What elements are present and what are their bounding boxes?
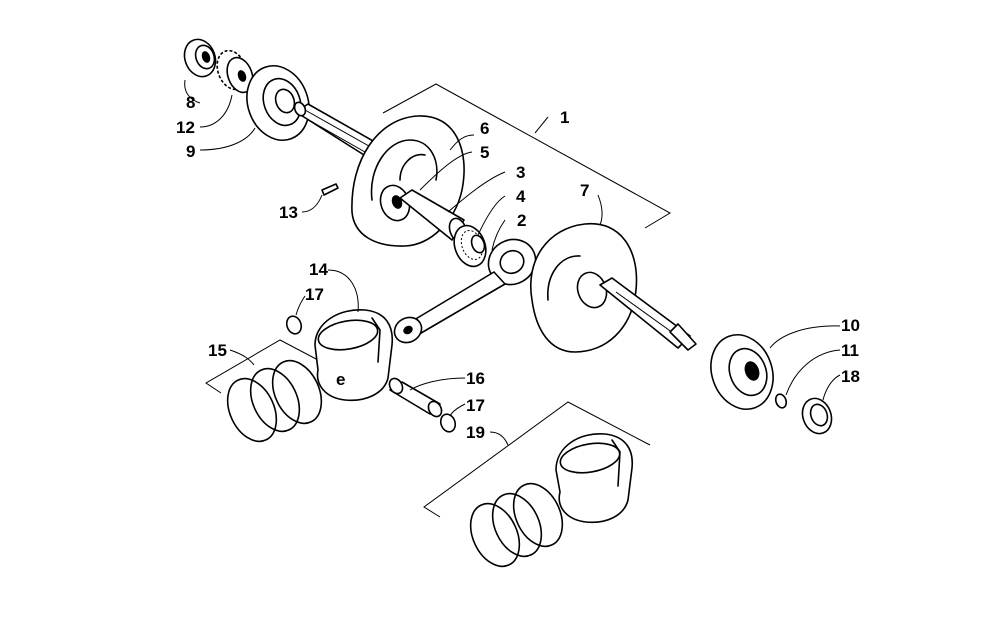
part-19-piston-assembly[interactable] — [461, 433, 633, 574]
crankshaft-right-shaft — [599, 277, 697, 351]
leader-lines — [184, 79, 841, 446]
part-14-piston[interactable]: e — [314, 309, 394, 402]
part-17-circlip-upper[interactable] — [284, 314, 303, 336]
callout-labels: 1 2 3 4 5 6 7 8 9 10 11 12 13 14 15 16 1… — [176, 93, 860, 442]
part-2-connecting-rod[interactable] — [390, 231, 544, 347]
svg-text:e: e — [336, 370, 345, 389]
group-bracket-1 — [382, 83, 672, 229]
part-18-sleeve[interactable] — [798, 394, 837, 437]
part-16-piston-pin[interactable] — [387, 376, 444, 419]
callout-1: 1 — [560, 108, 569, 127]
callout-19: 19 — [466, 423, 485, 442]
callout-17-lower: 17 — [466, 396, 485, 415]
callout-7: 7 — [580, 181, 589, 200]
callout-14: 14 — [309, 260, 328, 279]
callout-3: 3 — [516, 163, 525, 182]
part-10-bearing[interactable] — [701, 326, 783, 418]
part-13-key[interactable] — [321, 183, 339, 196]
callout-9: 9 — [186, 142, 195, 161]
part-4-needle-bearing[interactable] — [449, 221, 492, 271]
part-17-circlip-lower[interactable] — [438, 412, 457, 434]
callout-4: 4 — [516, 187, 526, 206]
part-9-bearing[interactable] — [237, 57, 319, 149]
callout-16: 16 — [466, 369, 485, 388]
callout-12: 12 — [176, 118, 195, 137]
part-12-gear[interactable] — [212, 46, 257, 96]
callout-2: 2 — [517, 211, 526, 230]
part-8-bearing[interactable] — [179, 35, 220, 81]
callout-6: 6 — [480, 119, 489, 138]
callout-18: 18 — [841, 367, 860, 386]
part-11-snap-ring[interactable] — [774, 393, 788, 410]
part-15-piston-rings[interactable] — [218, 353, 331, 449]
group-bracket-19 — [423, 401, 651, 518]
callout-15: 15 — [208, 341, 227, 360]
group-bracket-15 — [205, 339, 319, 394]
callout-8: 8 — [186, 93, 195, 112]
callout-11: 11 — [841, 341, 859, 360]
callout-5: 5 — [480, 143, 489, 162]
callout-10: 10 — [841, 316, 860, 335]
callout-17-upper: 17 — [305, 285, 324, 304]
part-7-flywheel-right[interactable] — [530, 222, 638, 353]
callout-13: 13 — [279, 203, 298, 222]
